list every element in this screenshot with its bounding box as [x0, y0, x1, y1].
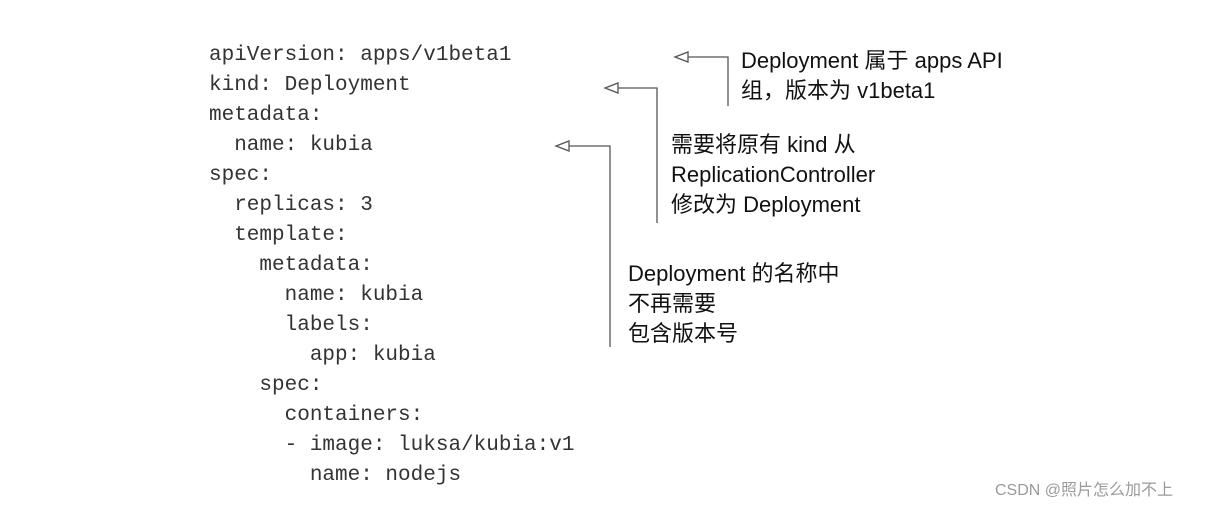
annotation-api-group-line-1: Deployment 属于 apps API	[741, 48, 1003, 73]
arrowhead-name-icon	[554, 140, 570, 152]
code-line-container-name: name: nodejs	[209, 464, 462, 487]
arrowhead-kind-icon	[603, 82, 619, 94]
annotation-name-version-line-3: 包含版本号	[628, 321, 739, 346]
connector-kind	[618, 87, 658, 223]
code-line-kind: kind: Deployment	[209, 74, 411, 97]
connector-apiversion	[688, 56, 729, 106]
annotation-api-group-line-2: 组，版本为 v1beta1	[741, 78, 936, 103]
code-line-replicas: replicas: 3	[209, 194, 373, 217]
code-line-template-name: name: kubia	[209, 284, 424, 307]
annotation-kind-change-line-2: ReplicationController	[671, 162, 876, 187]
annotation-kind-change-line-3: 修改为 Deployment	[671, 192, 861, 217]
code-line-template-metadata: metadata:	[209, 254, 373, 277]
code-line-app: app: kubia	[209, 344, 436, 367]
code-line-template: template:	[209, 224, 348, 247]
watermark: CSDN @照片怎么加不上	[995, 482, 1174, 499]
code-line-apiversion: apiVersion: apps/v1beta1	[209, 44, 512, 67]
annotation-name-version-line-1: Deployment 的名称中	[628, 261, 840, 286]
connector-name	[569, 145, 611, 347]
code-line-labels: labels:	[209, 314, 373, 337]
annotation-kind-change-line-1: 需要将原有 kind 从	[671, 132, 856, 157]
annotation-name-version-line-2: 不再需要	[628, 291, 717, 316]
code-line-metadata: metadata:	[209, 104, 323, 127]
arrowhead-apiversion-icon	[673, 51, 689, 63]
code-line-containers: containers:	[209, 404, 424, 427]
code-line-spec: spec:	[209, 164, 273, 187]
code-line-name: name: kubia	[209, 134, 373, 157]
code-line-image: - image: luksa/kubia:v1	[209, 434, 575, 457]
code-line-pod-spec: spec:	[209, 374, 323, 397]
